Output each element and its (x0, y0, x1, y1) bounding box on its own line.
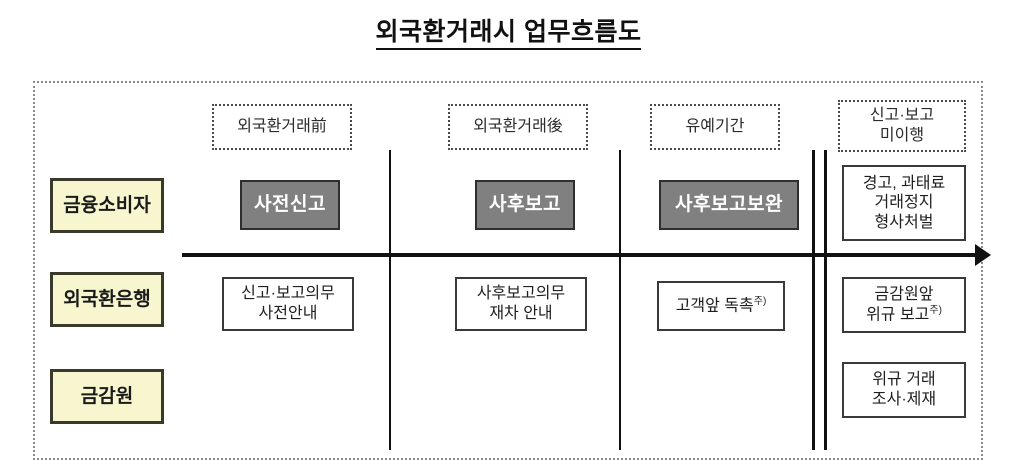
lane-label-financial-consumer-text: 금융소비자 (63, 194, 151, 216)
phase-header-grace-label: 유예기간 (685, 118, 745, 136)
phase-header-noncompliance-line2: 미이행 (879, 127, 925, 144)
bank-action-customer-reminder: 고객앞 독촉주) (657, 281, 785, 331)
bank-action-customer-reminder-text: 고객앞 독촉주) (675, 296, 767, 315)
consumer-penalty-line2: 거래정지 (874, 194, 934, 212)
phase-header-post-label: 외국환거래後 (473, 118, 563, 136)
phase-header-noncompliance: 신고·보고 미이행 (838, 100, 966, 152)
consumer-penalty-line1: 경고, 과태료 (862, 174, 946, 192)
fss-action-line1: 위규 거래 (872, 371, 936, 389)
lane-label-fss-text: 금감원 (80, 385, 134, 407)
bank-action-post-report-guidance: 사후보고의무 재차 안내 (455, 277, 587, 331)
footnote-marker-reminder: 주) (753, 296, 767, 308)
bank-action-post-report-guidance-line1: 사후보고의무 (476, 285, 566, 303)
page-title: 외국환거래시 업무흐름도 (0, 12, 1017, 50)
lane-label-fss: 금감원 (50, 369, 164, 424)
phase-divider-3 (812, 150, 827, 450)
fss-action-investigation-sanction: 위규 거래 조사·제재 (842, 362, 966, 418)
phase-header-pre: 외국환거래前 (212, 104, 352, 150)
phase-header-grace: 유예기간 (650, 104, 780, 150)
consumer-action-post-report-text: 사후보고 (489, 194, 561, 216)
bank-action-post-report-guidance-line2: 재차 안내 (489, 305, 553, 322)
fss-action-line2: 조사·제재 (871, 391, 937, 408)
timeline-arrow-icon (975, 244, 991, 266)
page-title-text: 외국환거래시 업무흐름도 (375, 18, 642, 50)
lane-label-fx-bank: 외국환은행 (50, 272, 164, 327)
bank-action-report-violation-line1: 금감원앞 (874, 286, 934, 304)
lane-label-financial-consumer: 금융소비자 (50, 178, 164, 233)
consumer-penalty-line3: 형사처벌 (874, 213, 934, 231)
consumer-action-prior-declaration: 사전신고 (240, 180, 340, 230)
bank-action-report-violation-to-fss: 금감원앞 위규 보고주) (842, 277, 966, 333)
footnote-marker-report: 주) (929, 304, 942, 316)
consumer-action-post-report: 사후보고 (475, 180, 575, 230)
diagram-frame (33, 81, 983, 460)
phase-header-pre-label: 외국환거래前 (237, 118, 327, 136)
phase-header-post: 외국환거래後 (448, 104, 588, 150)
bank-action-report-violation-line2: 위규 보고주) (866, 304, 942, 324)
phase-divider-1 (389, 150, 391, 450)
timeline-axis (182, 253, 982, 257)
lane-label-fx-bank-text: 외국환은행 (63, 288, 151, 310)
consumer-penalties: 경고, 과태료 거래정지 형사처벌 (842, 165, 966, 241)
consumer-action-prior-declaration-text: 사전신고 (254, 194, 326, 216)
phase-divider-2 (619, 150, 621, 450)
bank-action-prior-guidance-line1: 신고·보고의무 (241, 285, 335, 303)
consumer-action-post-report-supplement: 사후보고보완 (659, 180, 799, 230)
consumer-action-post-report-supplement-text: 사후보고보완 (675, 194, 783, 216)
phase-header-noncompliance-line1: 신고·보고 (869, 107, 935, 125)
bank-action-prior-guidance-line2: 사전안내 (258, 305, 318, 322)
bank-action-prior-guidance: 신고·보고의무 사전안내 (222, 277, 354, 331)
